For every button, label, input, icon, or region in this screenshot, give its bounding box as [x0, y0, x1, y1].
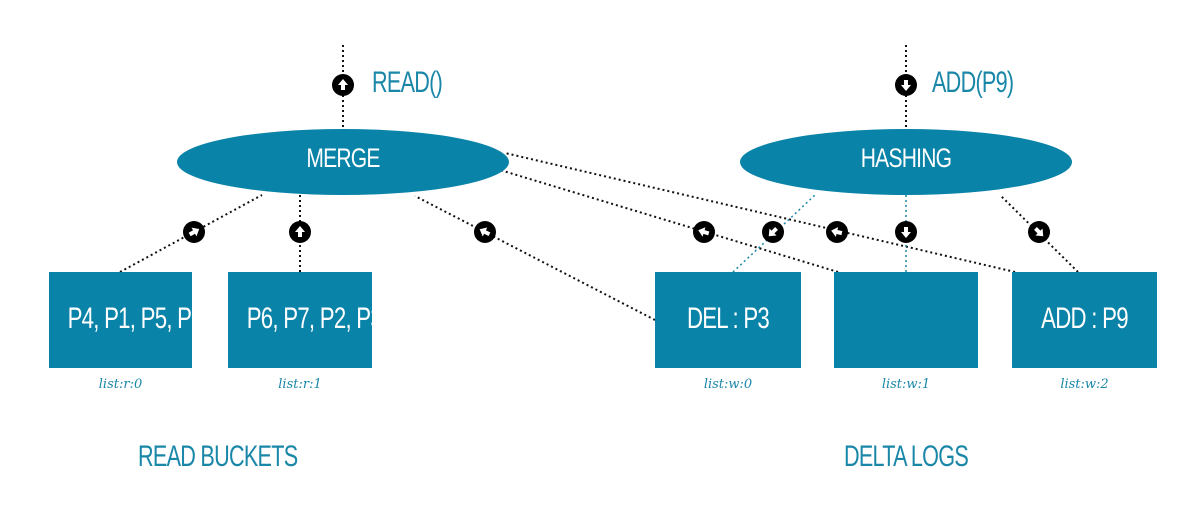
- read-operation-label: READ(): [372, 66, 443, 99]
- hashing-connectors: [732, 194, 907, 273]
- merge-node-label: MERGE: [306, 143, 380, 173]
- arrow-up-icon: [332, 74, 354, 96]
- read-bucket-0-caption: list:r:0: [98, 377, 143, 392]
- arrow-up-icon: [289, 221, 311, 243]
- hashing-node: [740, 129, 1072, 195]
- merge-node: [177, 129, 509, 195]
- merge-to-w2-line: [504, 152, 1016, 273]
- delta-log-0-caption: list:w:0: [703, 377, 753, 392]
- arrow-down-icon: [895, 74, 917, 96]
- arrow-left-icon: [693, 221, 715, 243]
- delta-log-1: [834, 272, 978, 368]
- read-bucket-1: [228, 272, 372, 368]
- arrow-down-right-icon: [1028, 221, 1050, 243]
- merge-to-w0-line: [414, 195, 656, 321]
- arrow-down-icon: [895, 221, 917, 243]
- arrow-left-icon: [826, 221, 848, 243]
- arrow-up-left-icon: [474, 221, 496, 243]
- delta-log-2: [1012, 272, 1157, 368]
- read-bucket-1-caption: list:r:1: [278, 377, 322, 392]
- read-bucket-1-label: P6, P7, P2, P3: [246, 302, 383, 335]
- delta-log-2-caption: list:w:2: [1060, 377, 1109, 392]
- delta-log-0: [655, 272, 801, 368]
- read-buckets-title: READ BUCKETS: [138, 440, 298, 473]
- hashing-to-w2-line: [999, 194, 1079, 273]
- delta-log-1-caption: list:w:1: [881, 377, 931, 392]
- delta-log-0-label: DEL : P3: [686, 302, 770, 335]
- read-bucket-0: [49, 272, 192, 368]
- delta-log-2-label: ADD : P9: [1041, 302, 1128, 335]
- delta-logs-title: DELTA LOGS: [843, 440, 969, 473]
- arrow-down-left-icon: [762, 221, 784, 243]
- add-operation-label: ADD(P9): [932, 66, 1014, 99]
- hashing-node-label: HASHING: [860, 143, 952, 173]
- arrow-up-right-icon: [183, 221, 205, 243]
- merge-to-w1-line: [499, 169, 839, 273]
- read-bucket-0-label: P4, P1, P5, P8: [67, 302, 204, 335]
